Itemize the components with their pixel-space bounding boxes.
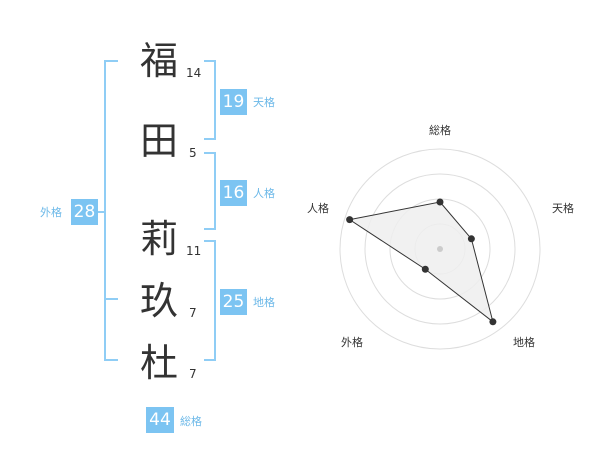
stroke-count-5: 7 (189, 367, 197, 381)
radar-point-4 (421, 265, 429, 273)
jinkaku-label: 人格 (253, 187, 275, 200)
radar-axis-label-4: 外格 (341, 335, 363, 349)
radar-point-3 (489, 318, 497, 326)
radar-area (348, 201, 494, 324)
name-char-1: 福 (140, 39, 179, 83)
radar-axis-label-1: 総格 (429, 123, 451, 137)
gaikaku-bracket-tick (104, 298, 118, 300)
soukaku-badge: 44 (146, 407, 174, 433)
tenkaku-bracket (204, 60, 216, 140)
radar-point-1 (436, 198, 444, 206)
chikaku-badge: 25 (220, 289, 247, 315)
tenkaku-label: 天格 (253, 96, 275, 109)
chikaku-label: 地格 (253, 296, 275, 309)
name-char-2: 田 (140, 119, 179, 163)
jinkaku-bracket (204, 152, 216, 230)
gaikaku-bracket-connector (98, 211, 106, 213)
radar-axis-label-5: 人格 (307, 201, 329, 215)
name-char-4: 玖 (140, 279, 179, 323)
stroke-count-3: 11 (186, 244, 202, 258)
radar-center (437, 246, 443, 252)
radar-axis-label-2: 天格 (552, 201, 574, 215)
name-char-3: 莉 (140, 217, 179, 261)
radar-axis-label-3: 地格 (513, 335, 535, 349)
tenkaku-badge: 19 (220, 89, 247, 115)
radar-point-5 (346, 216, 354, 224)
stroke-count-1: 14 (186, 66, 202, 80)
radar-ring (364, 173, 516, 325)
stroke-count-4: 7 (189, 306, 197, 320)
gaikaku-label: 外格 (40, 206, 62, 219)
jinkaku-badge: 16 (220, 180, 247, 206)
name-char-5: 杜 (140, 341, 179, 385)
soukaku-label: 総格 (180, 415, 202, 428)
chikaku-bracket (204, 240, 216, 361)
radar-ring (339, 148, 541, 350)
radar-point-2 (467, 235, 475, 243)
gaikaku-bracket (104, 60, 118, 361)
gaikaku-badge: 28 (71, 199, 98, 225)
radar-points (346, 198, 497, 326)
stroke-count-2: 5 (189, 146, 197, 160)
